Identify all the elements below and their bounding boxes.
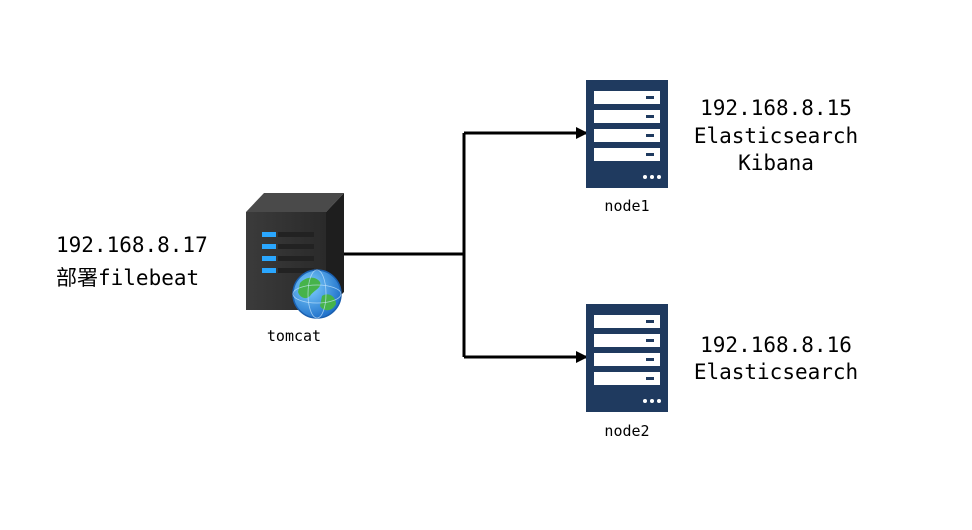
connector-group — [343, 127, 588, 363]
node2-label: node2 — [604, 422, 650, 440]
node2-service-elasticsearch: Elasticsearch — [693, 360, 859, 384]
node1-service-elasticsearch: Elasticsearch — [693, 124, 859, 148]
rack-server-icon — [586, 80, 668, 188]
node1-service-kibana: Kibana — [738, 151, 814, 175]
globe-icon — [292, 269, 342, 319]
node1-label: node1 — [604, 197, 650, 215]
rack-server-icon — [586, 304, 668, 412]
tomcat-ip: 192.168.8.17 — [56, 233, 208, 257]
node2-ip: 192.168.8.16 — [700, 333, 852, 357]
tomcat-role: 部署filebeat — [56, 266, 200, 290]
node1-ip: 192.168.8.15 — [700, 96, 852, 120]
tomcat-label: tomcat — [266, 327, 322, 345]
